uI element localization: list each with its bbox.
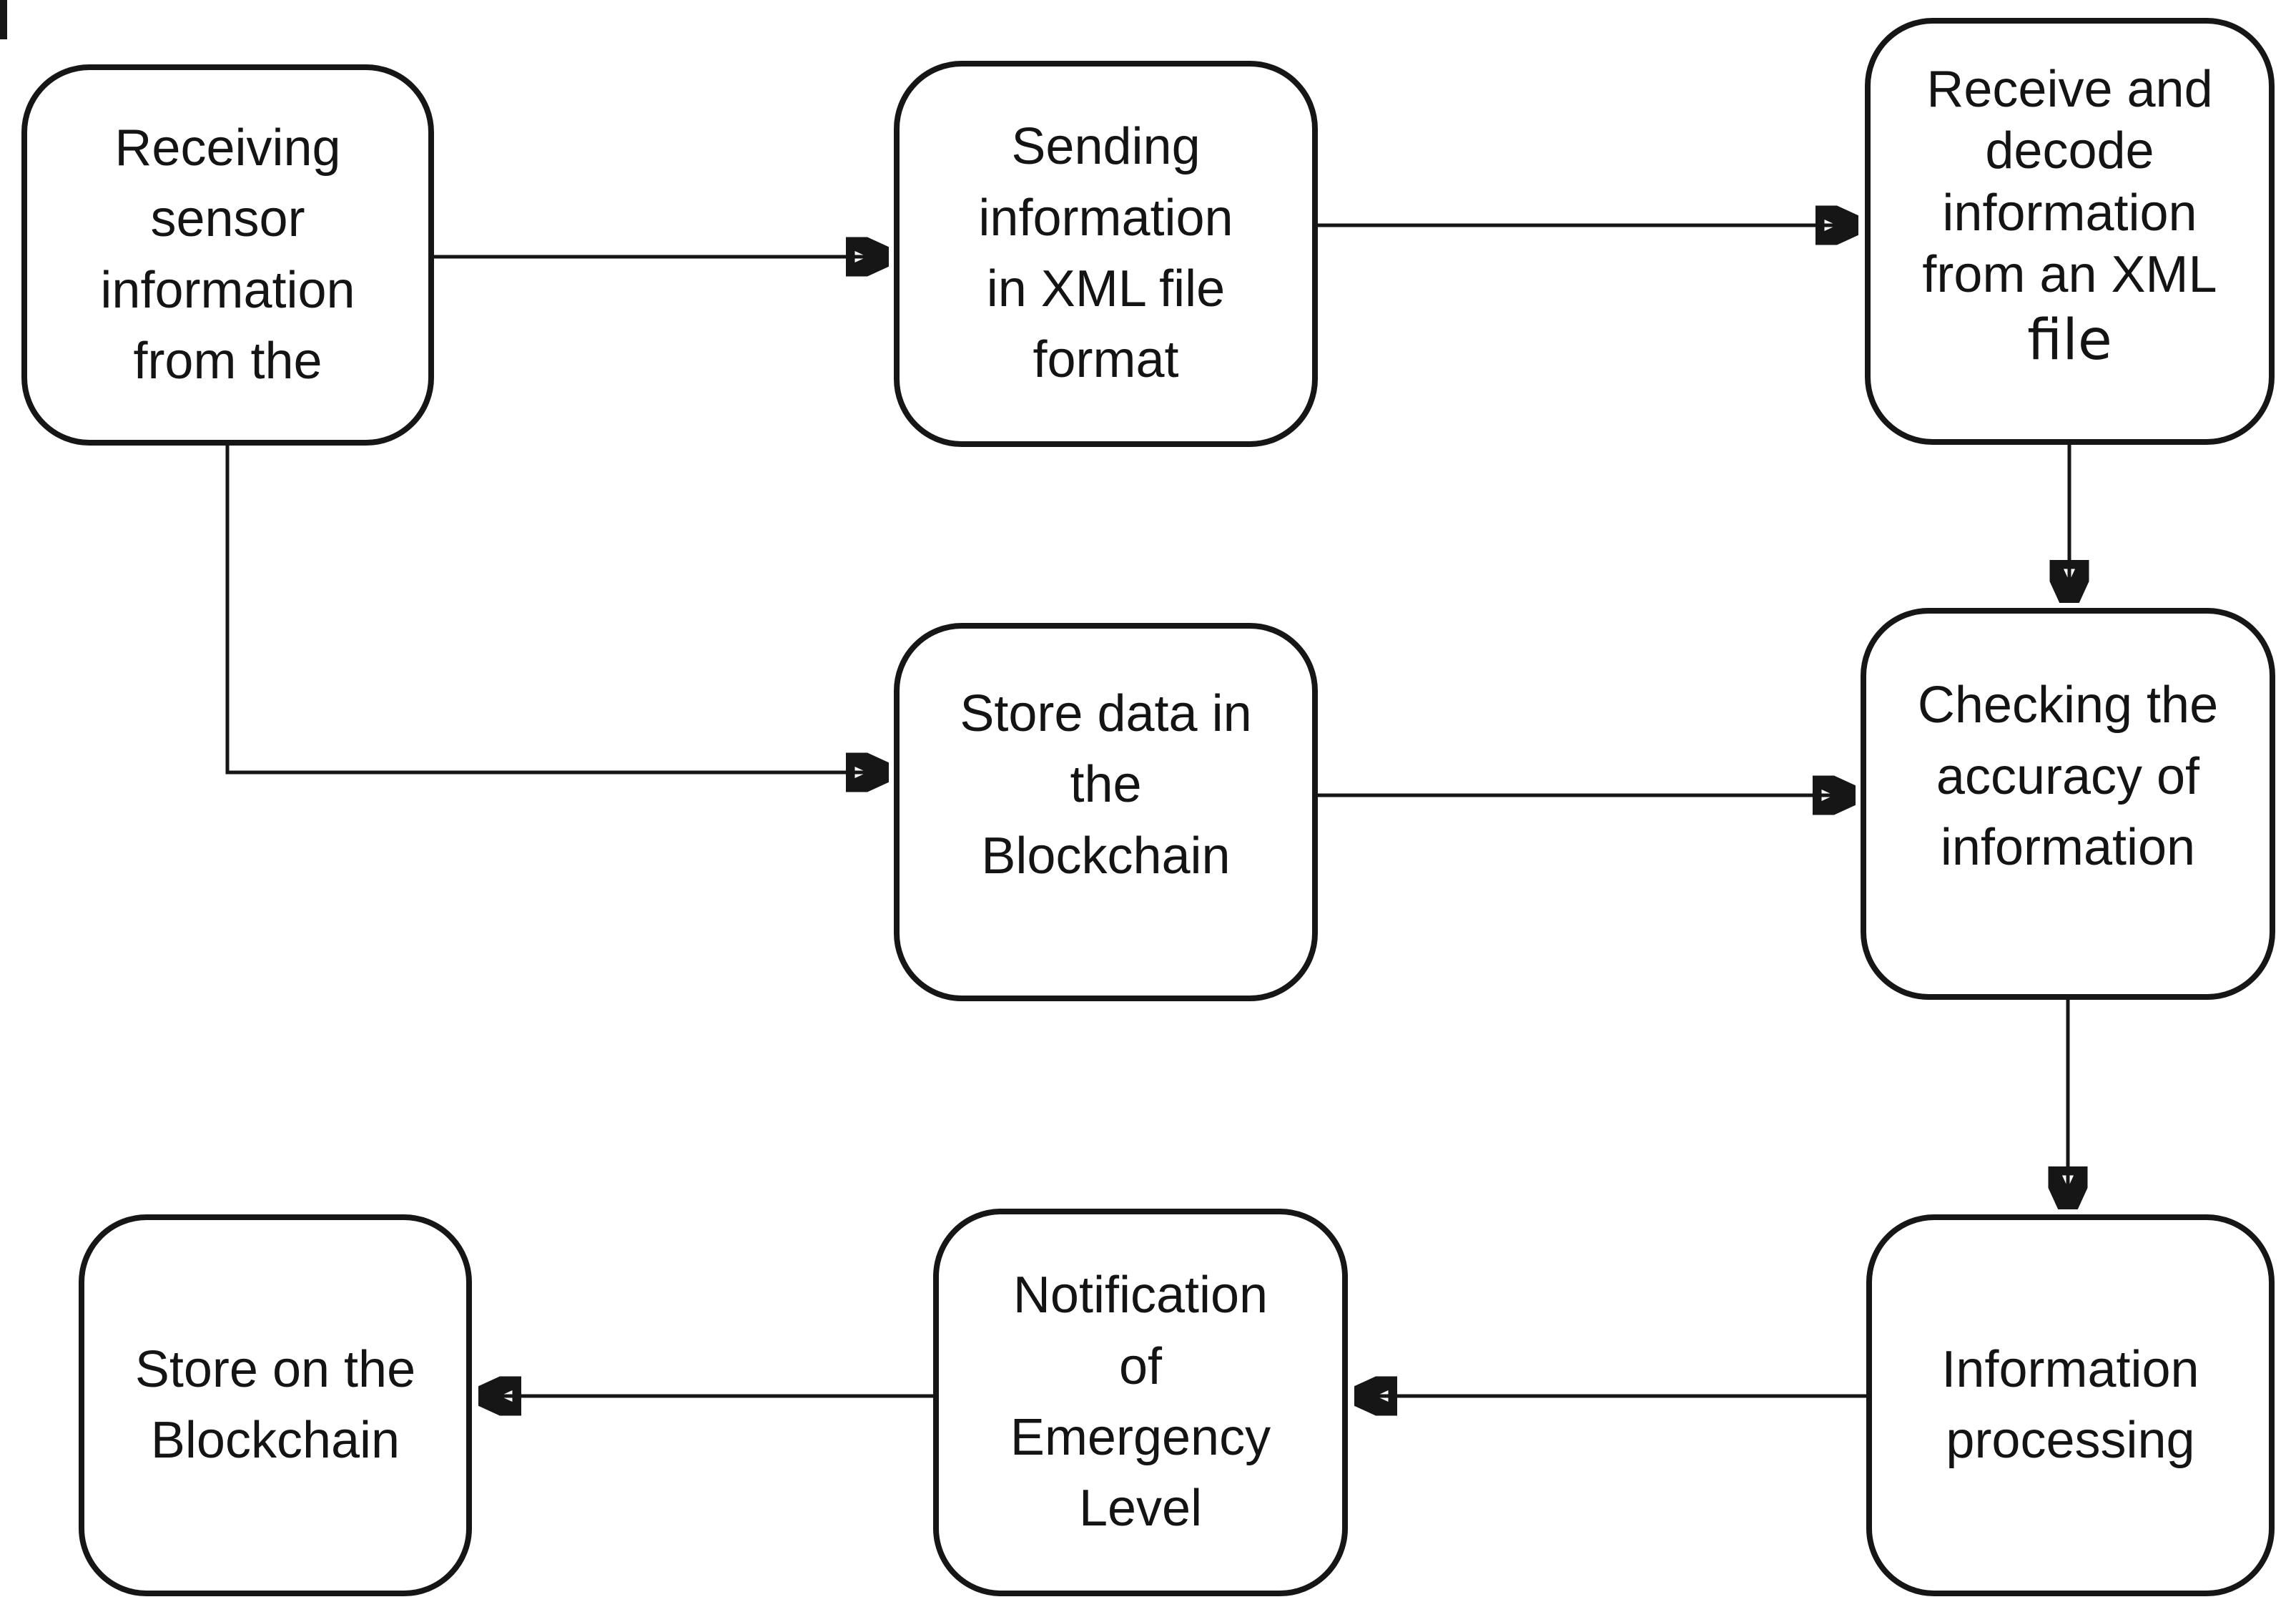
node-label: Notification of Emergency Level [1010,1267,1271,1538]
flowchart-node-store-on-the-blockchain: Store on the Blockchain [79,1214,472,1596]
flowchart-node-checking-the-accuracy-of-information: Checking the accuracy of information [1861,608,2275,1000]
node-label: Checking the accuracy of information [1917,677,2219,877]
flowchart-node-receive-and-decode-information: Receive and decode information from an X… [1865,18,2275,445]
node-label: Store data in the Blockchain [960,684,1252,885]
flowchart-node-notification-of-emergency-level: Notification of Emergency Level [933,1209,1348,1596]
node-label: Receiving sensor information from the [100,119,355,390]
node-label: Receive and decode information from an X… [1922,60,2217,304]
node-label: Store on the Blockchain [134,1340,416,1469]
flowchart-node-store-data-in-the-blockchain: Store data in the Blockchain [894,623,1318,1001]
edge-receiving-sensor-to-store-data [225,446,885,772]
node-label: Information processing [1941,1340,2199,1469]
flowchart-node-receiving-sensor-information: Receiving sensor information from the [21,64,434,446]
flowchart-node-information-processing: Information processing [1866,1214,2275,1596]
scan-artifact [0,0,7,39]
node-label: Sending information in XML file format [978,118,1233,389]
flowchart-node-sending-information-in-xml: Sending information in XML file format [894,61,1318,447]
node-label-last-line: file [2027,308,2112,373]
